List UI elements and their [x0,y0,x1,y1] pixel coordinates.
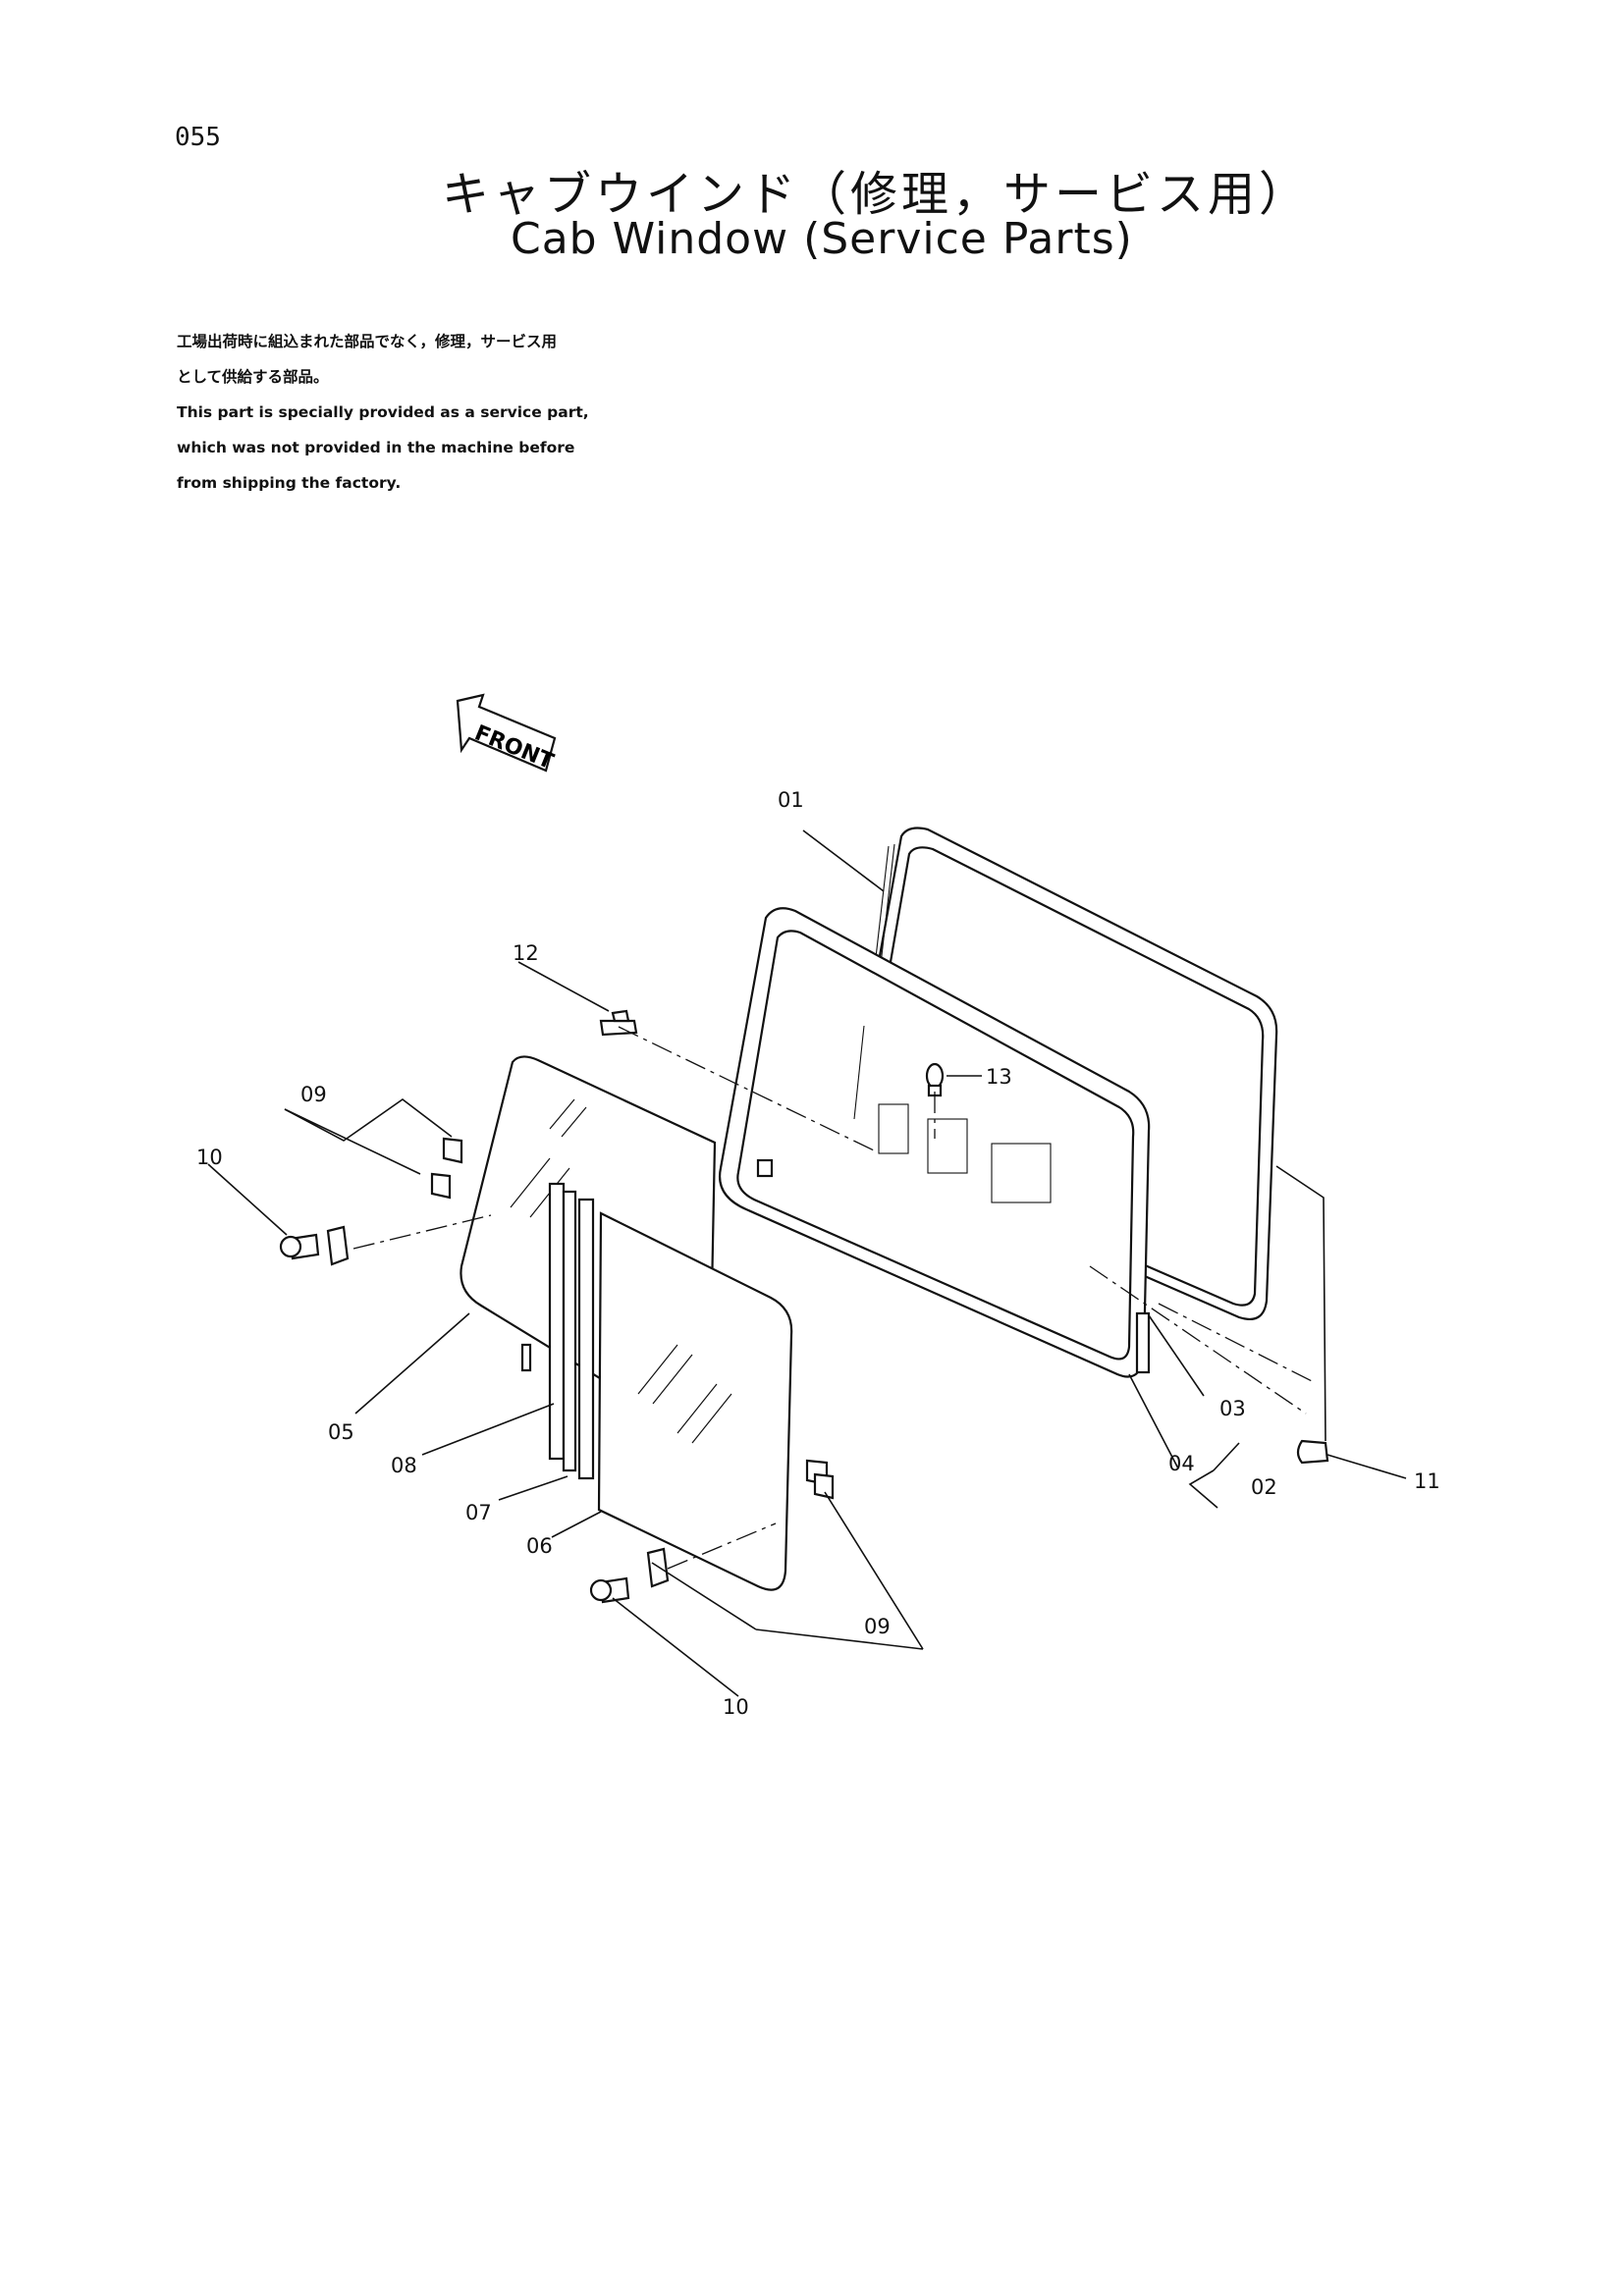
callout-09-upper: 09 [300,1083,327,1106]
page-title-japanese: キャブウインド（修理，サービス用） [442,167,1311,222]
note-ja-line-1: 工場出荷時に組込まれた部品でなく，修理，サービス用 [177,333,558,350]
note-ja-line-2: として供給する部品。 [177,368,329,386]
callout-05: 05 [328,1420,354,1444]
alignment-lines [352,1026,1315,1570]
callout-04: 04 [1168,1452,1195,1475]
callout-06: 06 [526,1534,553,1558]
callout-01: 01 [778,788,804,812]
callout-02: 02 [1251,1475,1277,1499]
inner-window-frame [718,907,1151,1378]
callout-12: 12 [513,941,539,965]
leader-lines [207,829,1407,1697]
service-part-note: 工場出荷時に組込まれた部品でなく，修理，サービス用 として供給する部品。 Thi… [177,324,643,501]
note-en-line-1: This part is specially provided as a ser… [177,403,589,421]
fastener-parts [279,1009,1329,1604]
note-en-line-2: which was not provided in the machine be… [177,439,575,456]
callout-08: 08 [391,1454,417,1477]
callout-03: 03 [1219,1397,1246,1420]
callout-07: 07 [465,1501,492,1524]
page-number: 055 [175,123,221,152]
page-title-english: Cab Window (Service Parts) [511,214,1133,264]
front-direction-arrow: FRONT [456,693,557,774]
note-en-line-3: from shipping the factory. [177,474,402,492]
front-glass-panel [597,1211,793,1591]
callout-10-lower: 10 [723,1695,749,1719]
callout-11: 11 [1414,1469,1440,1493]
callout-10-upper: 10 [196,1146,223,1169]
channel-strips [520,1182,595,1480]
callout-09-lower: 09 [864,1615,891,1638]
callout-labels: 01 02 03 04 05 06 07 08 09 09 10 10 11 1… [196,788,1440,1719]
callout-13: 13 [986,1065,1012,1089]
